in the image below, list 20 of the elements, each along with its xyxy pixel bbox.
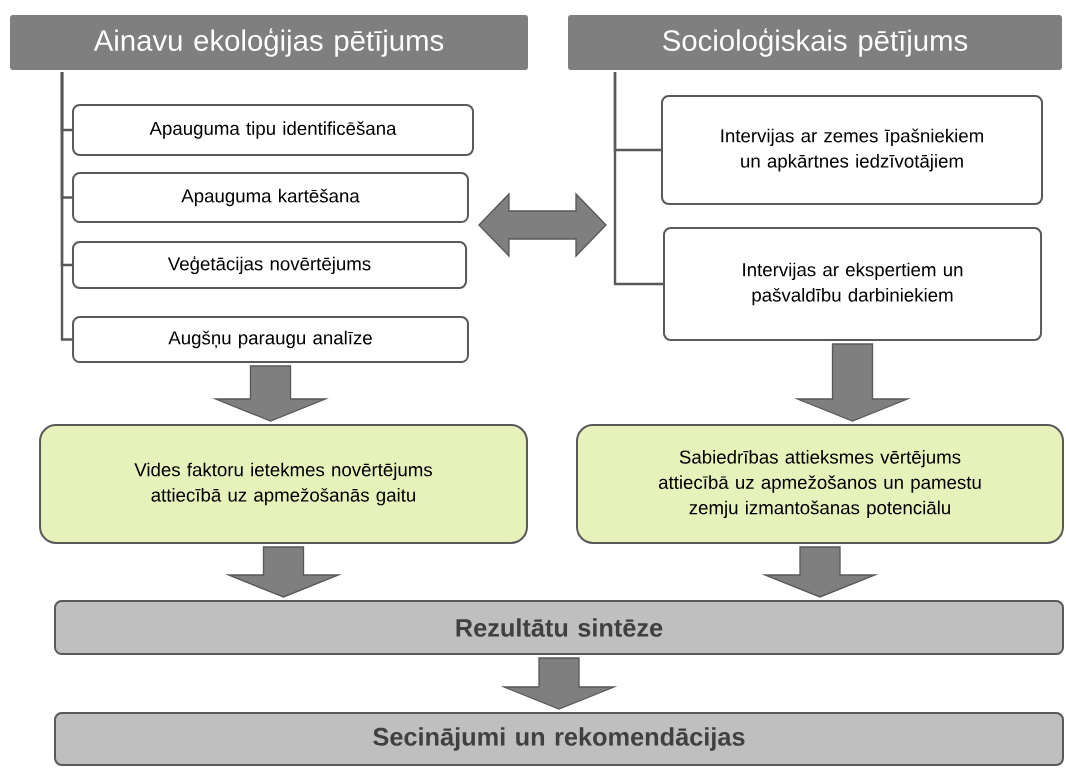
block-arrow (500, 657, 618, 710)
connector-line (60, 72, 73, 341)
task-box: Apauguma tipu identificēšana (72, 104, 474, 156)
block-arrow (761, 546, 879, 598)
task-box: Intervijas ar zemes īpašniekiem un apkārtnes iedzīvotājiem (661, 95, 1043, 205)
header-box: Ainavu ekoloģijas pētījums (10, 15, 528, 70)
summary-box: Rezultātu sintēze (54, 599, 1064, 656)
header-box: Socioloģiskais pētījums (568, 15, 1062, 70)
block-arrow (794, 343, 911, 422)
task-box: Apauguma kartēšana (72, 171, 469, 224)
block-arrow (225, 546, 342, 598)
task-box: Veģetācijas novērtējums (71, 241, 468, 289)
task-box: Augšņu paraugu analīze (72, 315, 469, 364)
double-arrow (478, 192, 607, 258)
result-box: Sabiedrības attieksmes vērtējums attiecībā uz apmežošanos un pamestu zemju izmantošanas potenciālu (576, 424, 1064, 544)
task-box: Intervijas ar ekspertiem un pašvaldību darbiniekiem (663, 227, 1043, 341)
summary-box: Secinājumi un rekomendācijas (54, 712, 1064, 766)
connector-line (613, 72, 663, 286)
block-arrow (212, 365, 329, 422)
result-box: Vides faktoru ietekmes novērtējums attiecībā uz apmežošanās gaitu (39, 424, 528, 544)
